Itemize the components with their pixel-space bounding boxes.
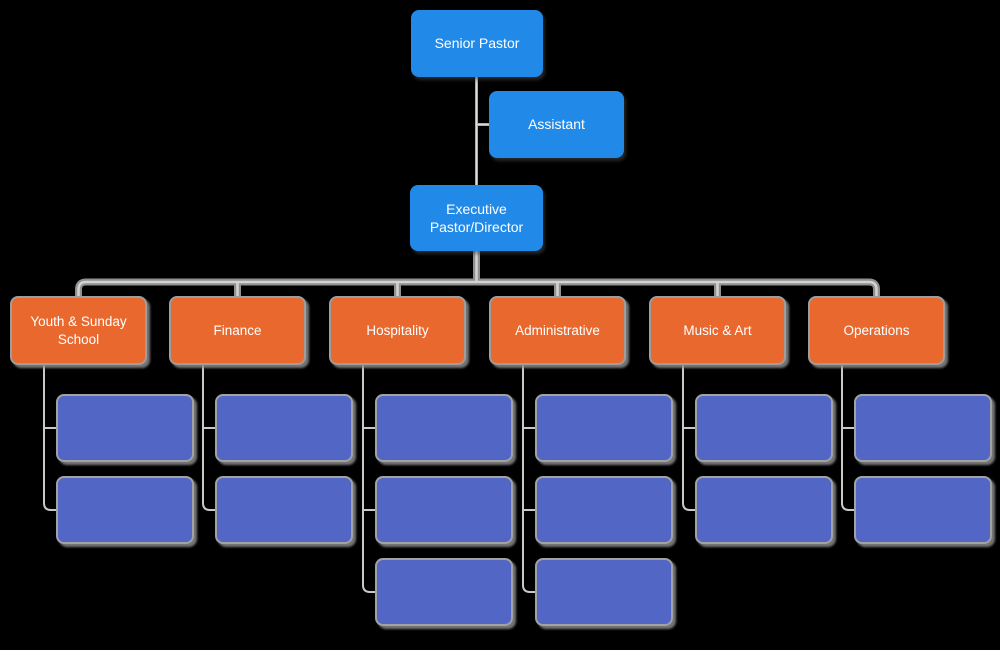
connector-dept-5 <box>682 365 695 511</box>
node-sub-youth-2 <box>56 476 194 544</box>
connector-executive-to-departments <box>75 251 880 298</box>
connector-dept-4 <box>522 365 535 593</box>
connector-dept-6 <box>841 365 854 511</box>
connector-dept-1 <box>43 365 56 511</box>
node-dept-finance: Finance <box>169 296 306 365</box>
node-sub-administrative-2 <box>535 476 673 544</box>
node-sub-operations-2 <box>854 476 992 544</box>
node-sub-administrative-1 <box>535 394 673 462</box>
node-sub-music-art-2 <box>695 476 833 544</box>
connector-departments-to-subordinates <box>43 365 854 593</box>
node-sub-hospitality-3 <box>375 558 513 626</box>
node-dept-music-art: Music & Art <box>649 296 786 365</box>
node-executive-pastor-director: Executive Pastor/Director <box>410 185 543 251</box>
node-sub-operations-1 <box>854 394 992 462</box>
node-senior-pastor: Senior Pastor <box>411 10 543 77</box>
node-sub-finance-1 <box>215 394 353 462</box>
node-sub-hospitality-2 <box>375 476 513 544</box>
node-sub-administrative-3 <box>535 558 673 626</box>
node-sub-hospitality-1 <box>375 394 513 462</box>
node-assistant: Assistant <box>489 91 624 158</box>
node-dept-administrative: Administrative <box>489 296 626 365</box>
connector-dept-2 <box>202 365 215 511</box>
node-sub-music-art-1 <box>695 394 833 462</box>
node-dept-hospitality: Hospitality <box>329 296 466 365</box>
node-dept-operations: Operations <box>808 296 945 365</box>
connector-senior-to-executive <box>475 77 490 185</box>
connector-dept-3 <box>362 365 375 593</box>
node-dept-youth-sunday-school: Youth & Sunday School <box>10 296 147 365</box>
node-sub-youth-1 <box>56 394 194 462</box>
node-sub-finance-2 <box>215 476 353 544</box>
